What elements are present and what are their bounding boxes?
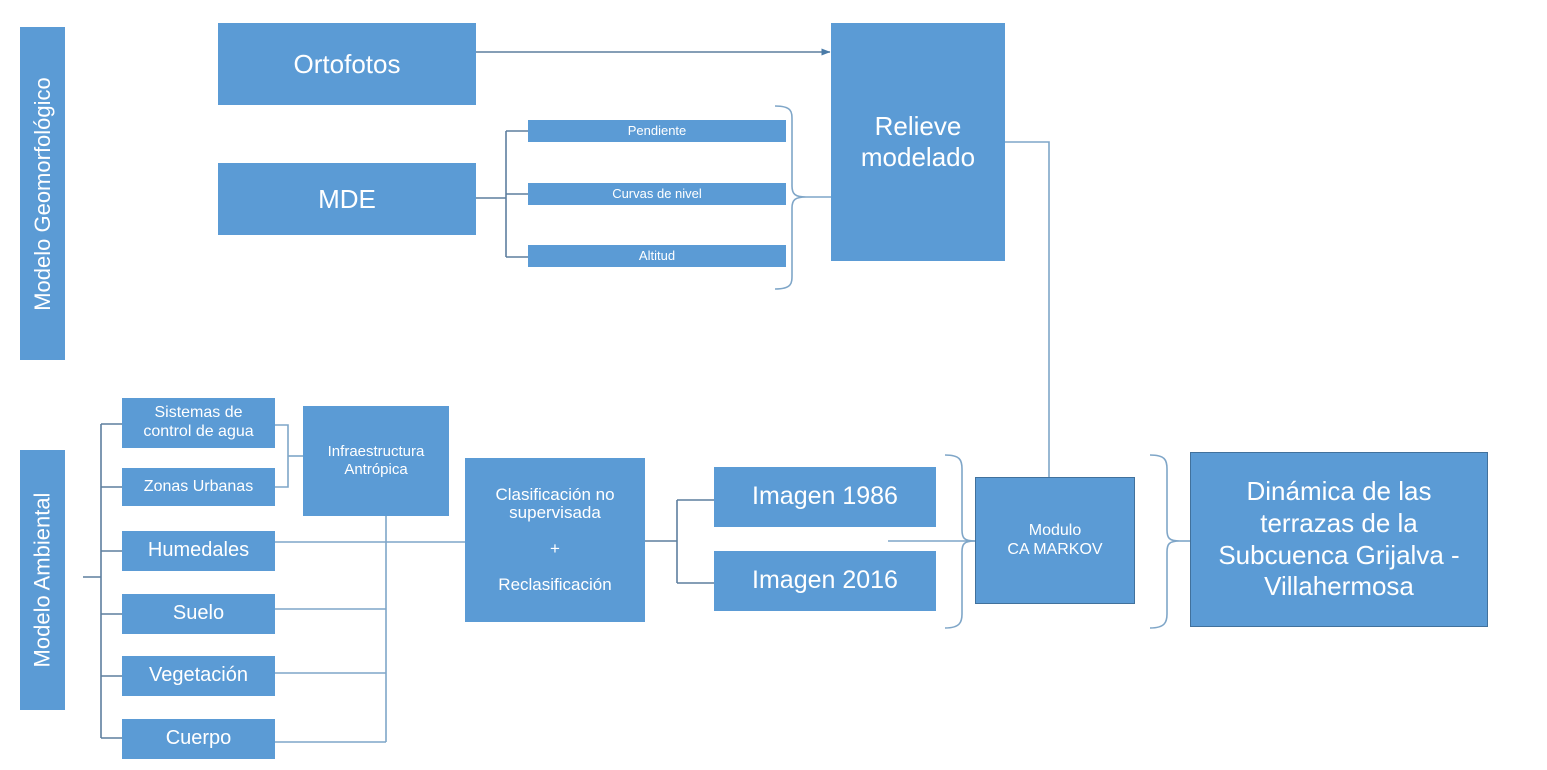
node-imagen-1986[interactable]: Imagen 1986 [714,467,936,527]
node-vegetacion[interactable]: Vegetación [122,656,275,696]
lane-label-ambiental-text: Modelo Ambiental [29,492,55,668]
node-clasificacion-reclasificacion[interactable]: Clasificación no supervisada + Reclasifi… [465,458,645,622]
lane-label-geomorfologico: Modelo Geomorfológico [20,27,65,360]
node-zonas-urbanas[interactable]: Zonas Urbanas [122,468,275,506]
node-infraestructura-antropica[interactable]: Infraestructura Antrópica [303,406,449,516]
node-suelo[interactable]: Suelo [122,594,275,634]
node-cuerpo[interactable]: Cuerpo [122,719,275,759]
node-imagen-2016[interactable]: Imagen 2016 [714,551,936,611]
brace-camarkov-to-resultado [1149,454,1181,629]
lane-label-geomorfologico-text: Modelo Geomorfológico [29,76,55,311]
node-humedales[interactable]: Humedales [122,531,275,571]
link-relieve-to-camarkov [1005,141,1050,477]
node-resultado-final[interactable]: Dinámica de las terrazas de la Subcuenca… [1190,452,1488,627]
node-mde[interactable]: MDE [218,163,476,235]
node-altitud[interactable]: Altitud [528,245,786,267]
brace-imagenes-to-camarkov [944,454,976,629]
node-ortofotos[interactable]: Ortofotos [218,23,476,105]
node-pendiente[interactable]: Pendiente [528,120,786,142]
brace-sistemas-zonas-to-infra [273,424,289,488]
node-sistemas-control-agua[interactable]: Sistemas de control de agua [122,398,275,448]
node-curvas-de-nivel[interactable]: Curvas de nivel [528,183,786,205]
node-modulo-ca-markov[interactable]: Modulo CA MARKOV [975,477,1135,604]
lane-label-ambiental: Modelo Ambiental [20,450,65,710]
node-relieve-modelado[interactable]: Relieve modelado [831,23,1005,261]
